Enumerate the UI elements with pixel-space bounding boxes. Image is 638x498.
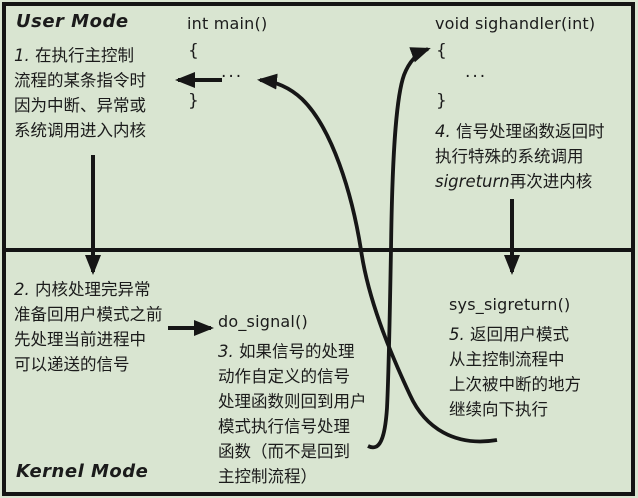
step4-number: 4. bbox=[435, 122, 451, 141]
step5-number: 5. bbox=[449, 325, 465, 344]
sighandler-brace-close: } bbox=[436, 91, 447, 111]
kernel-mode-label: Kernel Mode bbox=[16, 461, 149, 482]
do-signal-label: do_signal() bbox=[218, 312, 308, 331]
step2-number: 2. bbox=[14, 280, 30, 299]
step4-sigreturn-word: sigreturn bbox=[435, 172, 510, 191]
sighandler-function-title: void sighandler(int) bbox=[435, 14, 596, 33]
step1-annotation: 1. 在执行主控制 流程的某条指令时 因为中断、异常或 系统调用进入内核 bbox=[14, 43, 146, 143]
sighandler-brace-open: { bbox=[436, 41, 447, 61]
step3-annotation: 3. 如果信号的处理 动作自定义的信号 处理函数则回到用户 模式执行信号处理 函… bbox=[218, 339, 367, 489]
step5-annotation: 5. 返回用户模式 从主控制流程中 上次被中断的地方 继续向下执行 bbox=[449, 322, 581, 422]
user-kernel-divider bbox=[4, 248, 633, 252]
sys-sigreturn-label: sys_sigreturn() bbox=[449, 295, 571, 314]
step2-text: 内核处理完异常 准备回用户模式之前 先处理当前进程中 可以递送的信号 bbox=[14, 280, 163, 374]
step3-number: 3. bbox=[218, 342, 234, 361]
main-brace-close: } bbox=[188, 91, 199, 111]
step4-text-after: 再次进内核 bbox=[509, 172, 593, 191]
step4-annotation: 4. 信号处理函数返回时 执行特殊的系统调用 sigreturn再次进内核 bbox=[435, 119, 605, 194]
step2-annotation: 2. 内核处理完异常 准备回用户模式之前 先处理当前进程中 可以递送的信号 bbox=[14, 277, 163, 377]
step1-number: 1. bbox=[14, 46, 30, 65]
step5-text: 返回用户模式 从主控制流程中 上次被中断的地方 继续向下执行 bbox=[449, 325, 581, 419]
main-function-title: int main() bbox=[187, 14, 268, 33]
sighandler-body-dots: ... bbox=[465, 62, 488, 82]
user-mode-label: User Mode bbox=[16, 11, 129, 32]
step4-text-before: 信号处理函数返回时 执行特殊的系统调用 bbox=[435, 122, 605, 166]
main-brace-open: { bbox=[188, 41, 199, 61]
main-body-dots: ... bbox=[221, 62, 244, 82]
step3-text: 如果信号的处理 动作自定义的信号 处理函数则回到用户 模式执行信号处理 函数（而… bbox=[218, 342, 367, 486]
step1-text: 在执行主控制 流程的某条指令时 因为中断、异常或 系统调用进入内核 bbox=[14, 46, 146, 140]
